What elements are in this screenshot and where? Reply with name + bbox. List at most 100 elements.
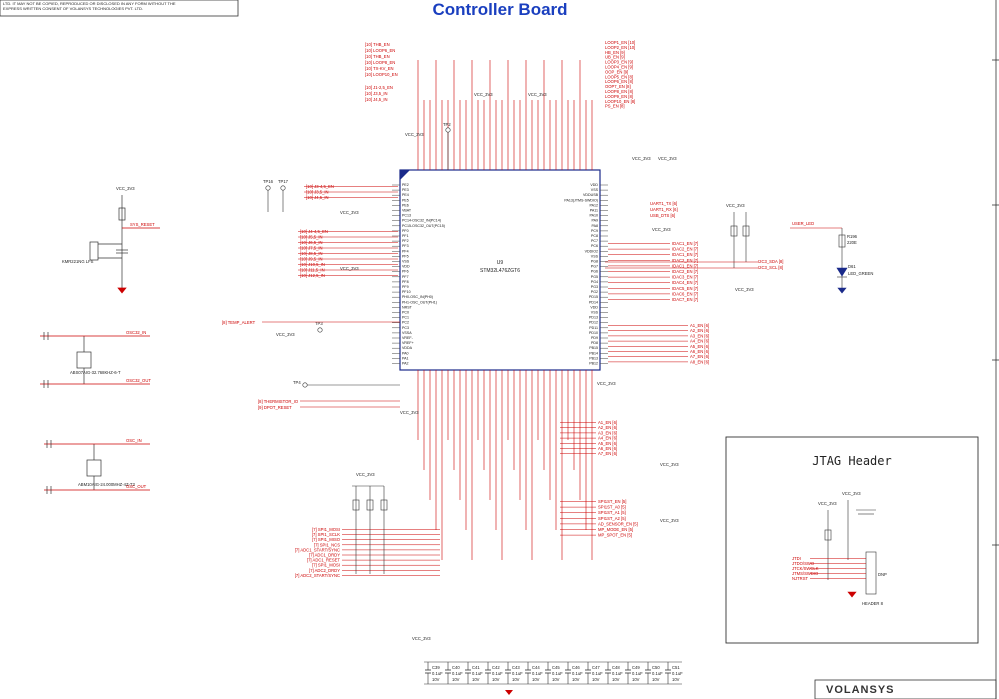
mcu-pin-left: PE2 xyxy=(402,183,409,187)
tp2-label: TP2 xyxy=(443,122,451,127)
mcu-pin-right: PA11 xyxy=(590,209,598,213)
right-low-item: A2_EN [6] xyxy=(690,328,709,333)
right-low-item: A5_EN [6] xyxy=(690,344,709,349)
right-top-labels-item: LOOP5_EN [8] xyxy=(605,74,633,79)
right-mid-net-labels: IDAC1_EN [7]IDAC2_EN [7]IDAC1_EN [7]IDAC… xyxy=(608,241,698,302)
mcu-pin-left: PF0 xyxy=(402,229,409,233)
vcca: VCC_3V3 xyxy=(276,332,295,337)
mcu-pin-right: PB12 xyxy=(589,362,598,366)
cap-voltage: 10V xyxy=(632,677,640,682)
jtag-connector: HEADER 8 xyxy=(862,601,884,606)
mcu-pin-left: PE4 xyxy=(402,193,409,197)
vcc-top-2: VCC_3V3 xyxy=(528,92,547,97)
left-mid-labels-item: [10] J4,5_IN xyxy=(365,97,388,102)
bottom-bus-wires xyxy=(417,370,593,560)
crystal-32k xyxy=(40,332,150,388)
i2c-scl-label: I2C3_SCL [8] xyxy=(758,265,783,270)
vcc-right-1: VCC_3V3 xyxy=(632,156,651,161)
mcu-pin-right: PA13(JTMS-SWDIO) xyxy=(564,198,598,202)
vcc-right-2: VCC_3V3 xyxy=(658,156,677,161)
mcu-pin-right: PA9 xyxy=(591,219,598,223)
mcu-pin-left: PC13 xyxy=(402,214,411,218)
led-res-val: 220E xyxy=(847,240,857,245)
right-top-net-labels: LOOP1_EN [10]LOOP2_EN [10]HB_EN [9]UB_EN… xyxy=(605,40,635,109)
mcu-pin-left: VDD xyxy=(402,265,410,269)
right-mid-item: IDAC1_EN [7] xyxy=(672,241,698,246)
cap-value: 0.1uF xyxy=(432,671,443,676)
cap-ref: C46 xyxy=(572,665,580,670)
spi-labels-item: MP_SPOT_EN [5] xyxy=(598,533,632,538)
mcu-pin-left: VREF- xyxy=(402,336,414,340)
left-bottom-item: [7] ADC2_START/SYNC xyxy=(295,573,340,578)
right-top-labels-item: LOOP8_EN [8] xyxy=(605,89,633,94)
mcu-pin-left: PA0 xyxy=(402,351,409,355)
left-bottom-item: [7] SPI1_SCLK xyxy=(312,532,340,537)
test-points xyxy=(265,127,451,388)
mcu-pin-left: PH1-OSC_OUT(PH1) xyxy=(402,300,437,304)
mcu-pin-left: PC3 xyxy=(402,326,409,330)
decoupling-capacitors: C390.1uF10VC400.1uF10VC410.1uF10VC420.1u… xyxy=(424,661,683,695)
cap-value: 0.1uF xyxy=(612,671,623,676)
left-mid-net-labels: [10] J1-2,5_EN[10] J3,5_IN[10] J4,5_IN xyxy=(365,85,393,102)
mcu-pin-right: PC6 xyxy=(591,244,598,248)
cap-value: 0.1uF xyxy=(632,671,643,676)
jtag-dnp: DNP xyxy=(878,572,887,577)
jtag-net: JTMS/SWDIO xyxy=(792,571,819,576)
left-bottom-item: [7] SPI1_MOSI xyxy=(312,527,340,532)
cap-value: 0.1uF xyxy=(532,671,543,676)
vcc-top-1: VCC_3V3 xyxy=(474,92,493,97)
header-note-line-2: EXPRESS WRITTEN CONSENT OF VOLANSYS TECH… xyxy=(3,6,143,11)
mcu-pin-left: PF2 xyxy=(402,239,409,243)
mcu-pin-left: PF9 xyxy=(402,285,409,289)
spi-labels-item: SPI1ST_A2 [5] xyxy=(598,516,626,521)
mcu-pin-left: PC14-OSC32_IN(PC14) xyxy=(402,219,441,223)
cap-value: 0.1uF xyxy=(652,671,663,676)
bottom-right-item: A5_EN [6] xyxy=(598,441,617,446)
port-left2-labels: [10] J4-4,5_EN[10] J5,5_IN[10] J6,5_IN[1… xyxy=(298,229,398,278)
usb-dts-label: USB_DTS [6] xyxy=(650,213,675,218)
vcc-right-4: VCC_3V3 xyxy=(735,287,754,292)
mcu-pin-left: VDDA xyxy=(402,346,413,350)
mcu-pin-right: PG5 xyxy=(591,275,598,279)
cap-ref: C43 xyxy=(512,665,520,670)
left-top-net-labels: [10] THB_EN[10] LOOP6_EN[10] THB_EN[10] … xyxy=(365,42,398,77)
right-low-item: A8_EN [6] xyxy=(690,359,709,364)
right-mid-item: IDAC6_EN [7] xyxy=(672,291,698,296)
left-top-labels-item: [10] LOOP8_EN xyxy=(365,60,395,65)
user-led xyxy=(790,227,848,294)
left-top-labels-item: [10] TX-KV_EN xyxy=(365,66,394,71)
mcu-pin-right: VDDUSB xyxy=(583,193,599,197)
right-top-labels-item: HB_EN [9] xyxy=(605,50,625,55)
cap-ref: C42 xyxy=(492,665,500,670)
osc-out-label: OSC_OUT xyxy=(126,484,147,489)
mcu-pin-right: PG4 xyxy=(591,280,598,284)
cap-ref: C39 xyxy=(432,665,440,670)
right-mid-item: IDAC7_EN [7] xyxy=(672,297,698,302)
switch-part: KMR221NG LFS xyxy=(62,259,94,264)
spi-labels-item: SPI1ST_A1 [5] xyxy=(598,510,626,515)
mcu-pin-left: PF7 xyxy=(402,275,409,279)
mcu-pin-right: VDD xyxy=(590,183,598,187)
mcu-pin-right: VDD xyxy=(590,305,598,309)
right-low-item: A1_EN [6] xyxy=(690,323,709,328)
spi-labels-item: MP_MODE_EN [5] xyxy=(598,527,633,532)
osc32-in-label: OSC32_IN xyxy=(126,330,146,335)
mcu-u9: U9 STM32L476ZGT6 PE2PE3PE4PE5PE6VBATPC13… xyxy=(392,169,608,371)
port-left-labels: [10] J3-4,5_EN[10] J3,5_IN[10] J4,5_IN xyxy=(304,184,398,200)
cap-ref: C40 xyxy=(452,665,460,670)
mcu-pin-left: PC1 xyxy=(402,316,409,320)
bottom-right-item: A1_EN [6] xyxy=(598,420,617,425)
spi-labels-item: AD_SENSOR_EN [5] xyxy=(598,521,638,526)
cap-ref: C47 xyxy=(592,665,600,670)
header-note: LTD. IT MAY NOT BE COPIED, REPRODUCED OR… xyxy=(0,0,239,17)
mcu-pin-right: PG8 xyxy=(591,260,598,264)
jtag-net: JTDI xyxy=(792,556,801,561)
mcu-right-pin-names: VDDVSSVDDUSBPA13(JTMS-SWDIO)PA12PA11PA10… xyxy=(564,183,598,366)
mcu-part: STM32L476ZGT6 xyxy=(480,268,520,274)
uart-rx-label: UART1_RX [6] xyxy=(650,207,678,212)
left-bottom-item: [7] SPI1_NCS xyxy=(314,542,340,547)
right-low-item: A3_EN [6] xyxy=(690,333,709,338)
left-top-labels-item: [10] LOOP6_EN xyxy=(365,48,395,53)
right-top-labels-item: OOP_EN [9] xyxy=(605,69,628,74)
reset-circuit xyxy=(89,195,160,294)
